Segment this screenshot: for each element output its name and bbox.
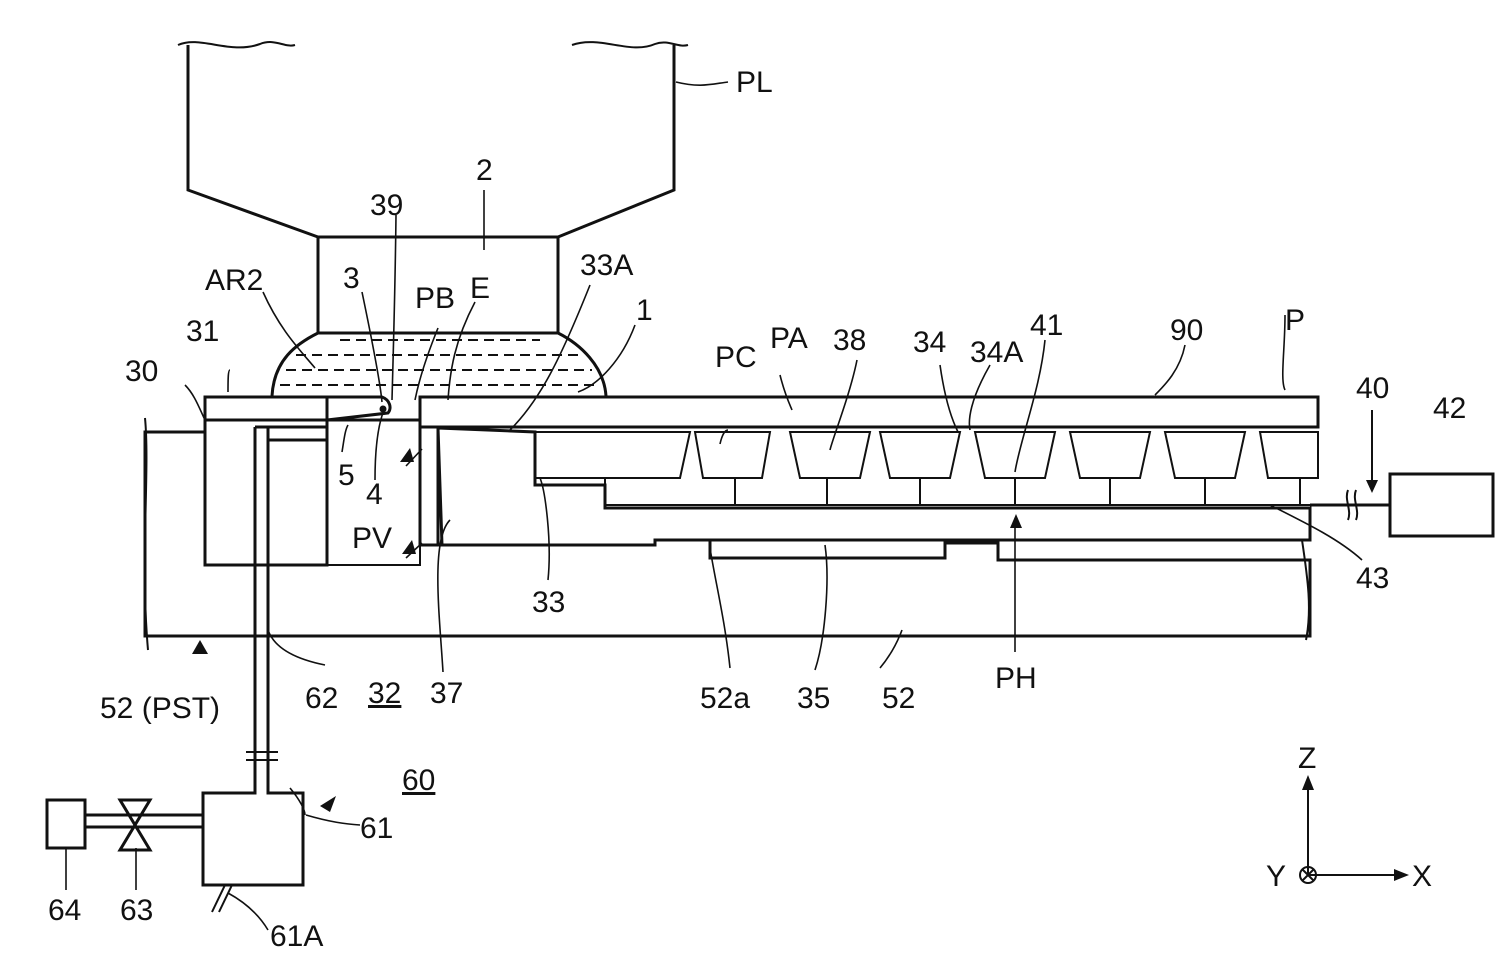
label-PH: PH bbox=[995, 662, 1037, 695]
label-35: 35 bbox=[797, 682, 830, 715]
suction-line bbox=[1310, 410, 1493, 536]
label-42: 42 bbox=[1433, 392, 1466, 425]
label-31: 31 bbox=[186, 315, 219, 348]
label-64: 64 bbox=[48, 894, 81, 927]
axis-x-label: X bbox=[1412, 860, 1432, 893]
arrow-heads bbox=[192, 448, 1022, 812]
label-PV: PV bbox=[352, 522, 392, 555]
label-E: E bbox=[470, 272, 490, 305]
label-63: 63 bbox=[120, 894, 153, 927]
label-38: 38 bbox=[833, 324, 866, 357]
label-PB: PB bbox=[415, 282, 455, 315]
projection-optics bbox=[178, 42, 688, 237]
axis-y-label: Y bbox=[1266, 860, 1286, 893]
label-5: 5 bbox=[338, 459, 355, 492]
label-52-PST: 52 (PST) bbox=[100, 692, 220, 725]
label-1: 1 bbox=[636, 294, 653, 327]
label-62: 62 bbox=[305, 682, 338, 715]
label-39: 39 bbox=[370, 189, 403, 222]
coordinate-axes bbox=[1300, 775, 1409, 883]
label-PC: PC bbox=[715, 341, 757, 374]
label-52a: 52a bbox=[700, 682, 750, 715]
substrate bbox=[420, 397, 1318, 427]
label-PL: PL bbox=[736, 66, 773, 99]
label-60: 60 bbox=[402, 764, 435, 797]
support-pins bbox=[535, 432, 1318, 478]
label-61A: 61A bbox=[270, 920, 323, 953]
label-AR2: AR2 bbox=[205, 264, 263, 297]
label-61: 61 bbox=[360, 812, 393, 845]
label-41: 41 bbox=[1030, 309, 1063, 342]
label-34A: 34A bbox=[970, 336, 1023, 369]
label-43: 43 bbox=[1356, 562, 1389, 595]
label-3: 3 bbox=[343, 262, 360, 295]
label-33: 33 bbox=[532, 586, 565, 619]
label-PA: PA bbox=[770, 322, 808, 355]
substrate-holder bbox=[420, 427, 1310, 545]
point-marker bbox=[380, 406, 387, 413]
label-90: 90 bbox=[1170, 314, 1203, 347]
label-32: 32 bbox=[368, 677, 401, 710]
label-4: 4 bbox=[366, 478, 383, 511]
label-30: 30 bbox=[125, 355, 158, 388]
label-34: 34 bbox=[913, 326, 946, 359]
axis-z-label: Z bbox=[1298, 742, 1316, 775]
label-2: 2 bbox=[476, 154, 493, 187]
recovery-pipe bbox=[47, 427, 327, 912]
vacuum-channel bbox=[605, 478, 1312, 508]
label-52: 52 bbox=[882, 682, 915, 715]
label-40: 40 bbox=[1356, 372, 1389, 405]
label-33A: 33A bbox=[580, 249, 633, 282]
label-P: P bbox=[1285, 304, 1305, 337]
substrate-stage bbox=[145, 418, 1310, 650]
label-37: 37 bbox=[430, 677, 463, 710]
